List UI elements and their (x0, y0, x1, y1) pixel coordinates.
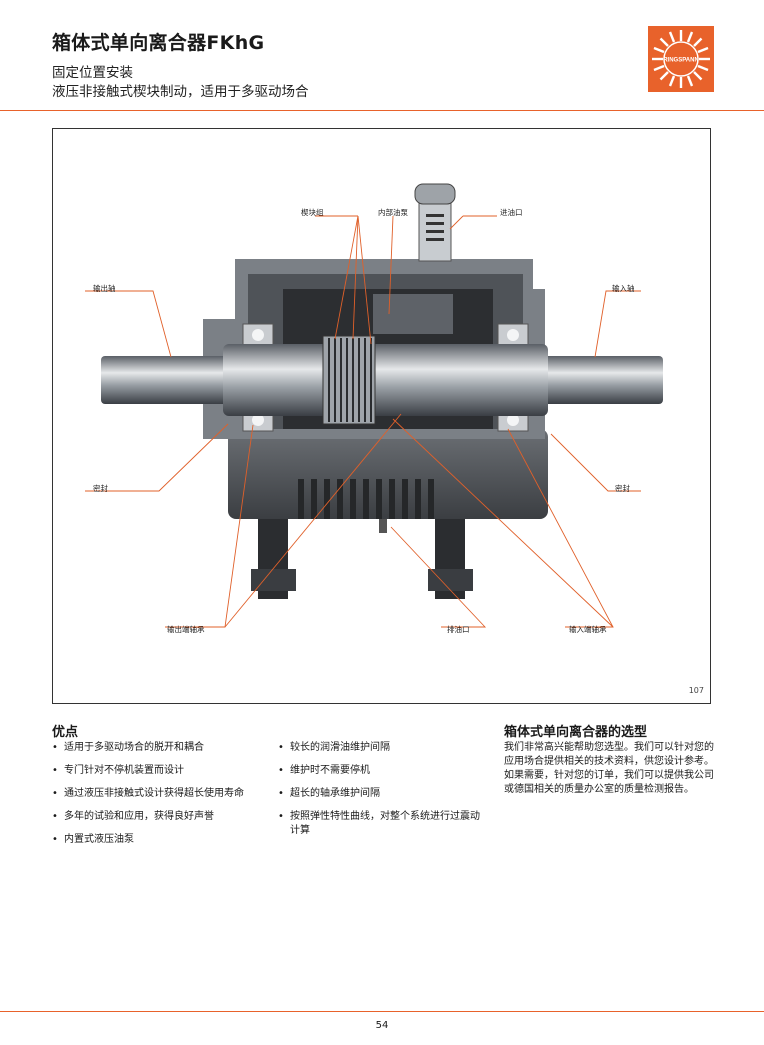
cutaway-figure: 楔块组 内部油泵 进油口 输出轴 输入轴 密封 密封 输出端轴承 排油口 输入端… (52, 128, 711, 704)
footer-divider (0, 1011, 764, 1012)
subtitle-feature: 液压非接触式楔块制动，适用于多驱动场合 (52, 84, 309, 100)
list-item: 通过液压非接触式设计获得超长使用寿命 (52, 787, 257, 801)
list-item: 适用于多驱动场合的脱开和耦合 (52, 741, 257, 755)
list-item: 内置式液压油泵 (52, 833, 257, 847)
subtitle-mounting: 固定位置安装 (52, 65, 133, 81)
page-title: 箱体式单向离合器FKhG (52, 32, 265, 54)
label-output-shaft: 输出轴 (93, 284, 116, 293)
list-item: 较长的润滑油维护间隔 (278, 741, 483, 755)
advantages-list-col1: 适用于多驱动场合的脱开和耦合 专门针对不停机装置而设计 通过液压非接触式设计获得… (52, 741, 257, 856)
svg-text:RINGSPANN: RINGSPANN (663, 58, 699, 64)
ringspann-logo: RINGSPANN (648, 26, 714, 92)
label-seal-left: 密封 (93, 484, 108, 493)
list-item: 多年的试验和应用，获得良好声誉 (52, 810, 257, 824)
label-oil-fill: 进油口 (500, 208, 523, 217)
header-divider (0, 110, 764, 111)
list-item: 维护时不需要停机 (278, 764, 483, 778)
label-oil-drain: 排油口 (447, 625, 470, 634)
list-item: 按照弹性特性曲线，对整个系统进行过震动计算 (278, 810, 483, 838)
label-seal-right: 密封 (615, 484, 630, 493)
ringspann-logo-icon: RINGSPANN (652, 30, 710, 88)
advantages-list-col2: 较长的润滑油维护间隔 维护时不需要停机 超长的轴承维护间隔 按照弹性特性曲线，对… (278, 741, 483, 847)
label-wedge-set: 楔块组 (301, 208, 324, 217)
label-input-shaft: 输入轴 (612, 284, 635, 293)
selection-heading: 箱体式单向离合器的选型 (504, 725, 648, 740)
selection-text: 我们非常高兴能帮助您选型。我们可以针对您的应用场合提供相关的技术资料，供您设计参… (504, 742, 714, 795)
label-internal-pump: 内部油泵 (378, 208, 408, 217)
list-item: 超长的轴承维护间隔 (278, 787, 483, 801)
figure-page-reference: 107 (688, 686, 704, 695)
label-output-bearing: 输出端轴承 (167, 625, 205, 634)
label-input-bearing: 输入端轴承 (569, 625, 607, 634)
list-item: 专门针对不停机装置而设计 (52, 764, 257, 778)
freewheel-cutaway-illustration (85, 183, 663, 628)
advantages-heading: 优点 (52, 725, 79, 740)
page-number: 54 (375, 1020, 389, 1031)
